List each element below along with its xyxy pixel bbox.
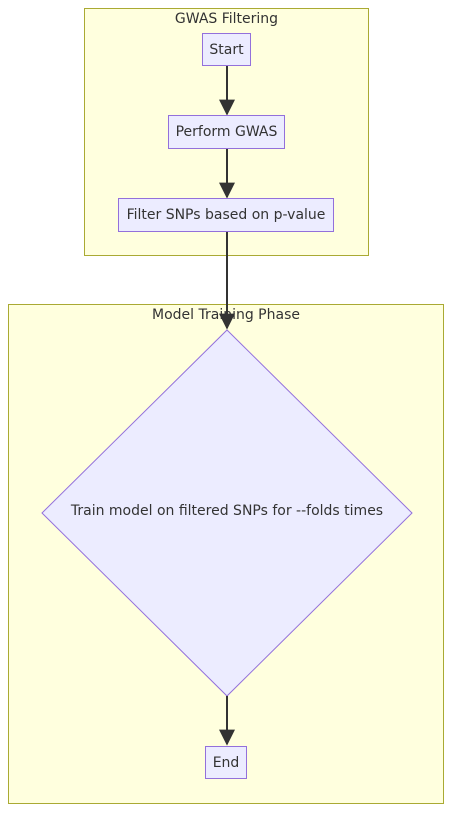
node-end-label: End [212,754,240,771]
cluster-title-gwas-filtering: GWAS Filtering [174,11,279,27]
node-start-label: Start [209,41,244,58]
node-end: End [205,746,247,779]
node-start: Start [202,33,251,66]
node-filter-snps: Filter SNPs based on p-value [118,198,334,232]
node-train-model-label: Train model on filtered SNPs for --folds… [70,503,384,519]
node-perform-gwas: Perform GWAS [168,115,285,149]
cluster-title-model-training-phase: Model Training Phase [152,307,300,323]
node-filter-snps-label: Filter SNPs based on p-value [126,207,326,223]
cluster-model-training-phase: Model Training Phase [8,304,444,804]
node-perform-gwas-label: Perform GWAS [175,124,278,140]
